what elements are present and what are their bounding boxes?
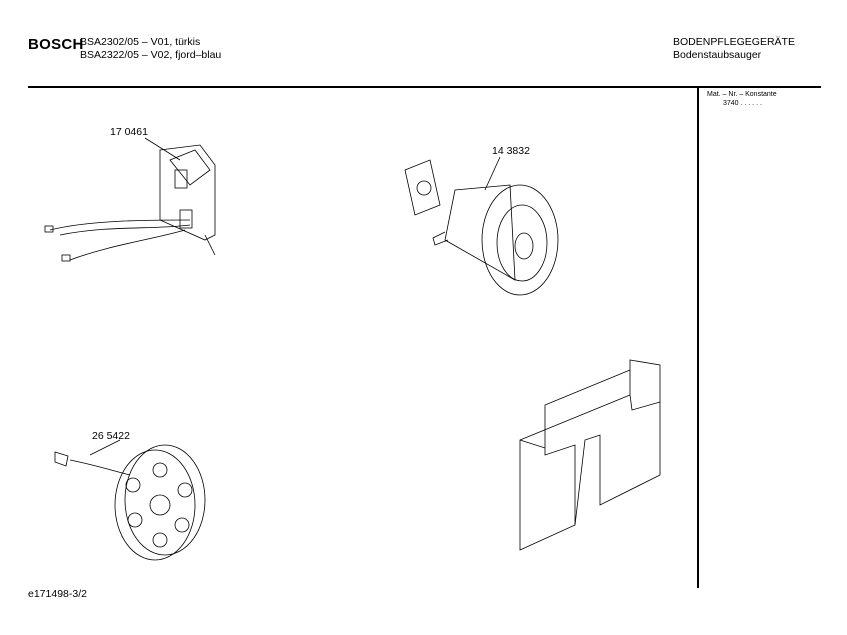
model-list: BSA2302/05 – V01, türkis BSA2322/05 – V0… [80, 36, 221, 62]
motor-part-drawing [404, 156, 559, 296]
mat-value: 3740 . . . . . . [723, 100, 762, 107]
category: BODENPFLEGEGERÄTE [673, 36, 795, 48]
filter-part-drawing [519, 359, 661, 551]
category-block: BODENPFLEGEGERÄTE Bodenstaubsauger [673, 36, 795, 62]
sidebar-divider [697, 88, 699, 588]
subcategory: Bodenstaubsauger [673, 49, 762, 61]
bosch-logo: BOSCH [28, 36, 84, 53]
switch-part-drawing [44, 137, 216, 262]
part-number-label: 26 5422 [92, 430, 130, 442]
mat-label: Mat. – Nr. – Konstante [707, 91, 777, 98]
document-id: e171498-3/2 [28, 588, 87, 600]
mat-constant: Mat. – Nr. – Konstante 3740 . . . . . . [707, 90, 777, 108]
header-divider [28, 86, 821, 88]
model-1: BSA2302/05 – V01, türkis [80, 36, 201, 48]
part-number-label: 14 3832 [492, 145, 530, 157]
model-2: BSA2322/05 – V02, fjord–blau [80, 49, 222, 61]
part-number-label: 17 0461 [110, 126, 148, 138]
cable-reel-drawing [54, 439, 206, 561]
